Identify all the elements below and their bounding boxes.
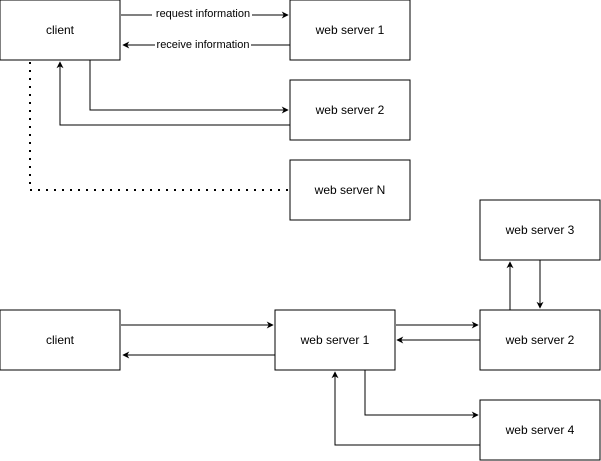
node-top-web-server-n[interactable]: web server N bbox=[289, 159, 411, 221]
edge-ws2-to-client bbox=[56, 61, 290, 126]
node-top-web-server-1[interactable]: web server 1 bbox=[289, 0, 411, 61]
node-bottom-web-server-1[interactable]: web server 1 bbox=[274, 309, 396, 371]
node-label: web server 1 bbox=[315, 23, 385, 37]
node-label: client bbox=[46, 23, 75, 37]
node-bottom-web-server-2[interactable]: web server 2 bbox=[479, 309, 601, 371]
edge-ws1-to-ws4 bbox=[364, 370, 479, 419]
edge-ws4-to-ws1 bbox=[331, 371, 480, 446]
node-label: client bbox=[46, 333, 75, 347]
node-bottom-web-server-3[interactable]: web server 3 bbox=[479, 199, 601, 261]
node-top-web-server-2[interactable]: web server 2 bbox=[289, 79, 411, 141]
node-top-client[interactable]: client bbox=[0, 0, 121, 61]
node-bottom-client[interactable]: client bbox=[0, 309, 121, 371]
node-label: web server 2 bbox=[505, 333, 575, 347]
node-label: web server 4 bbox=[505, 423, 575, 437]
node-label: web server 3 bbox=[505, 223, 575, 237]
edge-label-bg bbox=[155, 38, 251, 51]
edge-client-to-ws2 bbox=[89, 60, 289, 114]
node-bottom-web-server-4[interactable]: web server 4 bbox=[479, 399, 601, 461]
node-label: web server 2 bbox=[315, 103, 385, 117]
edge-label-receive: receive information bbox=[157, 39, 250, 51]
edge-label-bg bbox=[152, 7, 252, 20]
node-label: web server 1 bbox=[300, 333, 370, 347]
edge-dotted-client-wsn bbox=[29, 62, 288, 191]
node-label: web server N bbox=[314, 183, 386, 197]
edge-label-request: request information bbox=[156, 8, 250, 20]
